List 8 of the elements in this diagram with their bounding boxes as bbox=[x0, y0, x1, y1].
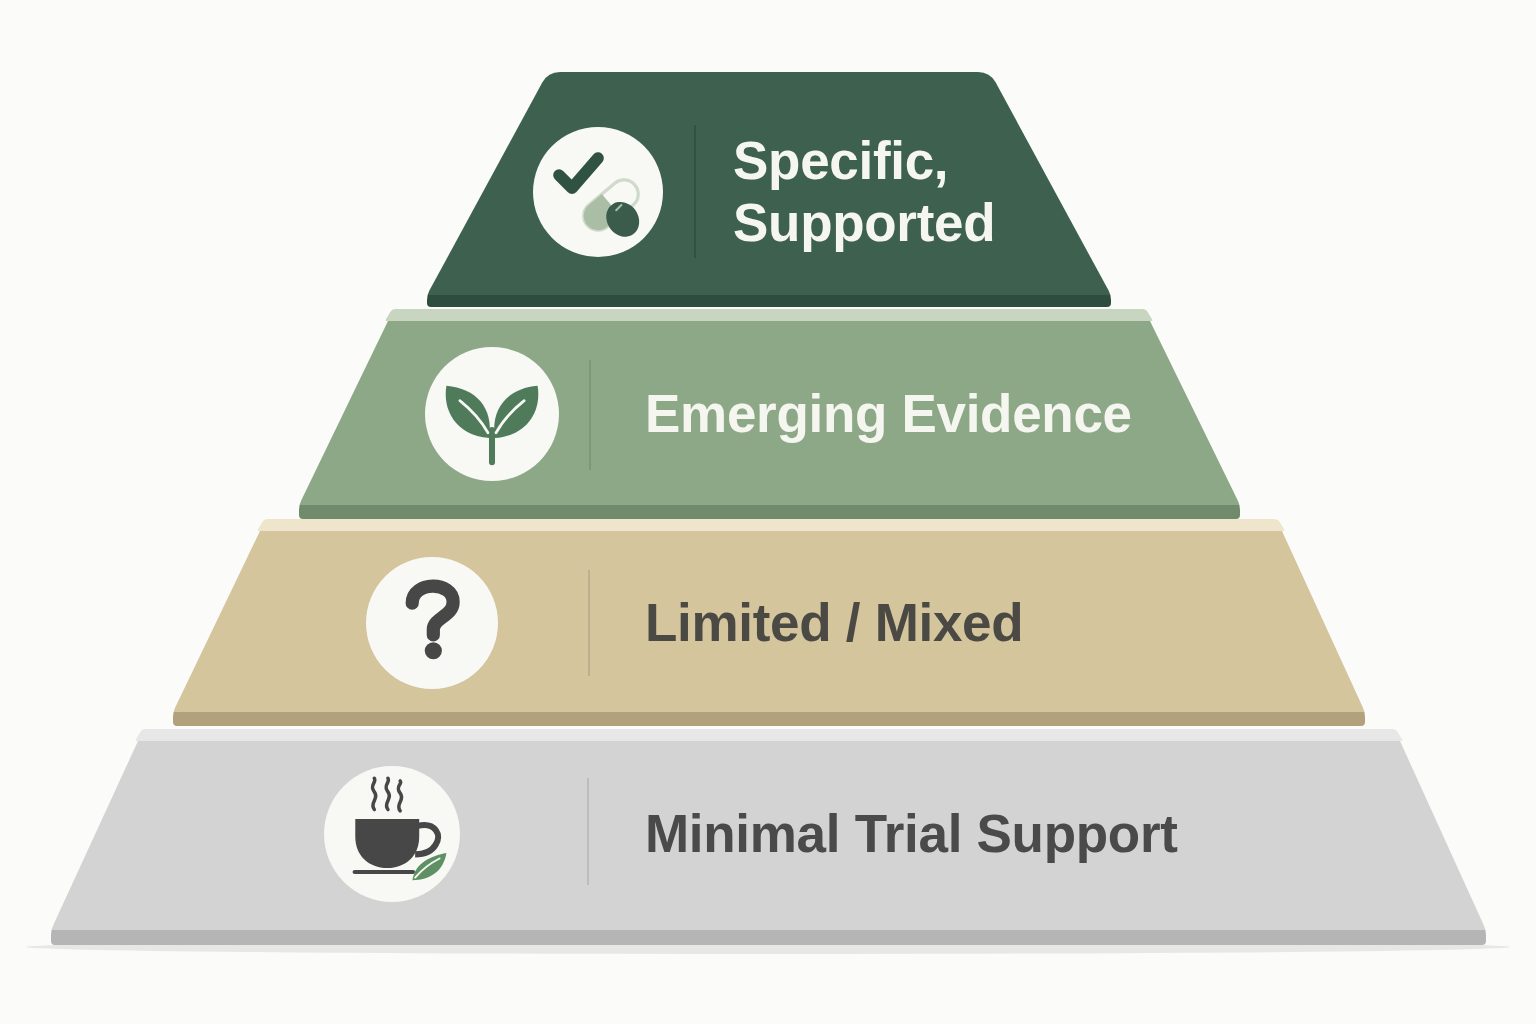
tier-label: Emerging Evidence bbox=[645, 383, 1133, 445]
pyramid-tier bbox=[299, 309, 1240, 519]
pyramid-tier bbox=[427, 72, 1111, 307]
pyramid-tier bbox=[173, 519, 1365, 726]
tier-label: Specific, Supported bbox=[733, 130, 997, 254]
tier-label: Limited / Mixed bbox=[645, 592, 1025, 654]
tier-label: Minimal Trial Support bbox=[645, 803, 1179, 865]
pyramid-tier bbox=[51, 729, 1486, 945]
